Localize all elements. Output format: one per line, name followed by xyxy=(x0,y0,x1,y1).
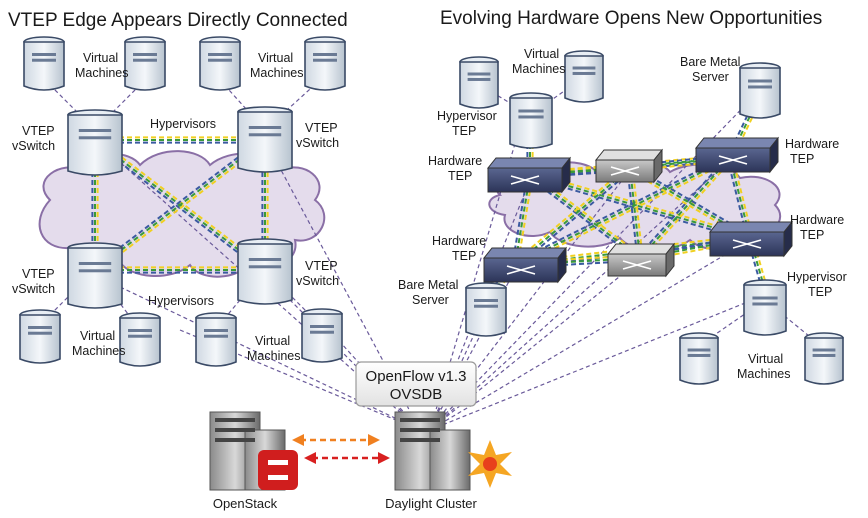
tunnel-line xyxy=(641,159,733,261)
hardware-switch-icon xyxy=(486,156,572,194)
label-vm-bottom-b-2: Machines xyxy=(247,349,301,363)
switch-icon xyxy=(606,242,676,278)
hypervisor-server-icon xyxy=(67,109,123,176)
tunnel-line xyxy=(529,176,750,242)
label-r-baremetal-top-1: Bare Metal xyxy=(680,55,740,69)
vm-server-icon xyxy=(119,312,161,367)
right-devices xyxy=(459,50,844,385)
bare-metal-server-icon xyxy=(739,62,781,119)
tunnel-line xyxy=(529,174,751,239)
red-arrow-head-right xyxy=(378,452,390,464)
label-openstack: OpenStack xyxy=(213,496,278,511)
label-hypervisors-bottom: Hypervisors xyxy=(148,294,214,308)
label-hypervisors-top: Hypervisors xyxy=(150,117,216,131)
vm-server-icon xyxy=(564,50,604,103)
label-vtep-tl-1: VTEP xyxy=(22,124,55,138)
label-daylight: Daylight Cluster xyxy=(385,496,477,511)
label-vtep-tr-1: VTEP xyxy=(305,121,338,135)
label-vtep-bl-1: VTEP xyxy=(22,267,55,281)
title-left: VTEP Edge Appears Directly Connected xyxy=(8,10,348,31)
label-r-hwtep-3a: Hardware xyxy=(432,234,486,248)
tunnel-line xyxy=(530,172,643,257)
label-r-hyptep-top-1: Hypervisor xyxy=(437,109,497,123)
label-r-hwtep-1b: TEP xyxy=(448,169,472,183)
left-servers xyxy=(19,36,346,367)
label-r-vm-top-1: Virtual xyxy=(524,47,559,61)
label-r-vm-bot-2: Machines xyxy=(737,367,791,381)
vm-server-icon xyxy=(195,312,237,367)
label-r-hwtep-2a: Hardware xyxy=(785,137,839,151)
label-vtep-br-2: vSwitch xyxy=(296,274,339,288)
protocol-ovsdb: OVSDB xyxy=(390,386,443,403)
tunnel-line xyxy=(514,157,731,266)
hypervisor-server-icon xyxy=(237,106,293,173)
tunnel-line xyxy=(629,167,641,259)
protocol-openflow: OpenFlow v1.3 xyxy=(366,368,467,385)
hardware-switch-icon xyxy=(694,136,780,174)
hardware-switch-icon xyxy=(482,246,568,284)
label-vm-bottom-a-2: Machines xyxy=(72,344,126,358)
vm-server-icon xyxy=(301,308,343,363)
label-r-hyptep-bot-2: TEP xyxy=(808,285,832,299)
tunnel-line xyxy=(626,168,639,259)
hypervisor-server-icon xyxy=(67,242,123,309)
tunnel-line xyxy=(513,154,730,264)
vm-server-icon xyxy=(804,332,844,385)
label-r-hwtep-3b: TEP xyxy=(452,249,476,263)
label-r-hwtep-4b: TEP xyxy=(800,228,824,242)
protocol-box: OpenFlow v1.3 OVSDB xyxy=(355,361,477,407)
label-r-hyptep-top-2: TEP xyxy=(452,124,476,138)
label-vtep-tl-2: vSwitch xyxy=(12,139,55,153)
label-r-hwtep-2b: TEP xyxy=(790,152,814,166)
vm-server-icon xyxy=(19,309,61,364)
hypervisor-server-icon xyxy=(237,238,293,305)
tunnel-line xyxy=(94,139,266,271)
label-r-vm-top-2: Machines xyxy=(512,62,566,76)
orange-arrow-head-right xyxy=(368,434,380,446)
label-vm-top-a-2: Machines xyxy=(75,66,129,80)
label-r-baremetal-top-2: Server xyxy=(692,70,729,84)
vm-server-icon xyxy=(679,332,719,385)
vm-server-icon xyxy=(304,36,346,91)
hypervisor-server-icon xyxy=(509,92,553,149)
vm-server-icon xyxy=(459,56,499,109)
label-r-baremetal-bot-1: Bare Metal xyxy=(398,278,458,292)
label-vm-bottom-a-1: Virtual xyxy=(80,329,115,343)
label-vtep-br-1: VTEP xyxy=(305,259,338,273)
switch-icon xyxy=(594,148,664,184)
vm-server-icon xyxy=(199,36,241,91)
label-vm-top-b-1: Virtual xyxy=(258,51,293,65)
label-vtep-tr-2: vSwitch xyxy=(296,136,339,150)
label-r-hyptep-bot-1: Hypervisor xyxy=(787,270,847,284)
orange-arrow-head-left xyxy=(292,434,304,446)
hardware-switch-icon xyxy=(708,220,794,258)
daylight-servers xyxy=(394,411,471,491)
label-r-hwtep-4a: Hardware xyxy=(790,213,844,227)
red-arrow-head-left xyxy=(304,452,316,464)
label-vm-top-b-2: Machines xyxy=(250,66,304,80)
tunnel-line xyxy=(639,157,731,259)
label-r-vm-bot-1: Virtual xyxy=(748,352,783,366)
vm-server-icon xyxy=(124,36,166,91)
label-vtep-bl-2: vSwitch xyxy=(12,282,55,296)
tunnel-line xyxy=(512,165,629,264)
label-vm-bottom-b-1: Virtual xyxy=(255,334,290,348)
label-r-baremetal-bot-2: Server xyxy=(412,293,449,307)
title-right: Evolving Hardware Opens New Opportunitie… xyxy=(440,8,822,29)
bare-metal-server-icon xyxy=(465,282,507,337)
daylight-logo xyxy=(468,440,512,488)
tunnel-line xyxy=(631,167,644,258)
vm-server-icon xyxy=(23,36,65,91)
tunnel-line xyxy=(530,171,751,237)
hypervisor-server-icon xyxy=(743,279,787,336)
openstack-logo xyxy=(258,450,298,490)
label-r-hwtep-1a: Hardware xyxy=(428,154,482,168)
tunnel-line xyxy=(637,155,729,257)
label-vm-top-a-1: Virtual xyxy=(83,51,118,65)
